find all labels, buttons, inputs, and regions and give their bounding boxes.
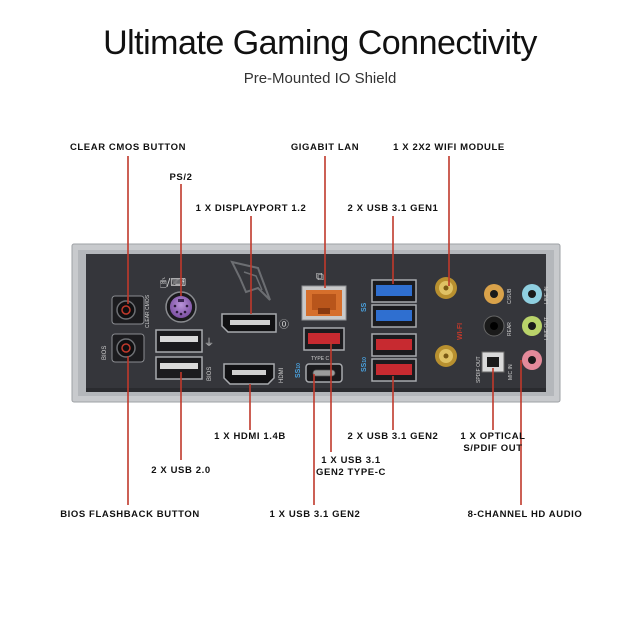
callout-bios-flashback: BIOS FLASHBACK BUTTON (60, 509, 200, 520)
usb31-gen2-typea-port (303, 327, 345, 351)
callout-clear-cmos: CLEAR CMOS BUTTON (69, 142, 187, 153)
shield-bottom-rail (86, 388, 546, 392)
usb31-gen1-ports (371, 279, 417, 328)
wifi-panel-text: WI-FI (457, 323, 464, 340)
leader-lines (127, 156, 522, 505)
bios-panel-text: BIOS (102, 346, 108, 360)
network-icon: ⧉ (316, 270, 324, 283)
usb-type-c-port: TYPE C (305, 356, 343, 383)
callout-hdmi: 1 X HDMI 1.4B (214, 431, 286, 442)
hdmi-port (223, 363, 275, 385)
ss-logo-2: SS (361, 302, 368, 312)
page-subtitle: Pre-Mounted IO Shield (243, 70, 397, 87)
line-in-panel-text: LINE IN (544, 286, 550, 304)
ss-logo-3: SS10 (361, 357, 368, 372)
callout-usb31-gen2-pair: 2 X USB 3.1 GEN2 (347, 431, 439, 442)
displayport-icon: ⓪ (279, 319, 289, 331)
callout-optical-line1: 1 X OPTICAL (460, 431, 526, 442)
c-sub-panel-text: C/SUB (507, 288, 513, 304)
rear-panel-text: REAR (507, 322, 513, 336)
callout-ps2: PS/2 (169, 172, 193, 183)
bios-panel-text-2: BIOS (207, 367, 213, 381)
callout-optical-line2: S/PDIF OUT (463, 443, 523, 454)
clear-cmos-panel-text: CLEAR CMOS (145, 294, 151, 328)
mouse-keyboard-icon: 🖱/⌨ (160, 276, 186, 289)
line-out-panel-text: LINE OUT (544, 317, 550, 340)
displayport-port: ⓪ (221, 313, 289, 333)
usb-trident-icon: ⏚ (204, 337, 214, 349)
callout-usb31-gen2: 1 X USB 3.1 GEN2 (269, 509, 361, 520)
callout-displayport: 1 X DISPLAYPORT 1.2 (195, 203, 307, 214)
callout-wifi: 1 X 2X2 WIFI MODULE (393, 142, 505, 153)
callout-gigabit-lan: GIGABIT LAN (290, 142, 360, 153)
usb2-ports: ⏚ (155, 329, 214, 380)
audio-jacks (483, 284, 542, 370)
type-c-panel-text: TYPE C (311, 356, 329, 362)
usb31-gen2-ports (371, 333, 417, 382)
mic-in-panel-text: MIC IN (508, 364, 514, 380)
spdif-out-panel-text: SPDIF OUT (476, 356, 482, 383)
lan-port: ⧉ (301, 270, 347, 321)
callout-usb31-typec-line2: GEN2 TYPE-C (316, 467, 386, 478)
optical-spdif-port (481, 351, 505, 373)
hdmi-panel-text: HDMI (279, 367, 285, 383)
callout-audio: 8-CHANNEL HD AUDIO (467, 509, 583, 520)
rog-logo (230, 260, 271, 301)
callout-usb31-typec-line1: 1 X USB 3.1 (321, 455, 381, 466)
bios-flashback-button-port (111, 333, 145, 363)
ss-logo-1: SS10 (295, 363, 302, 378)
wifi-antenna-connectors (435, 277, 457, 367)
ps2-port: 🖱/⌨ (160, 276, 197, 323)
callout-usb20: 2 X USB 2.0 (151, 465, 211, 476)
callout-usb31-gen1: 2 X USB 3.1 GEN1 (347, 203, 439, 214)
page-title: Ultimate Gaming Connectivity (103, 24, 537, 62)
